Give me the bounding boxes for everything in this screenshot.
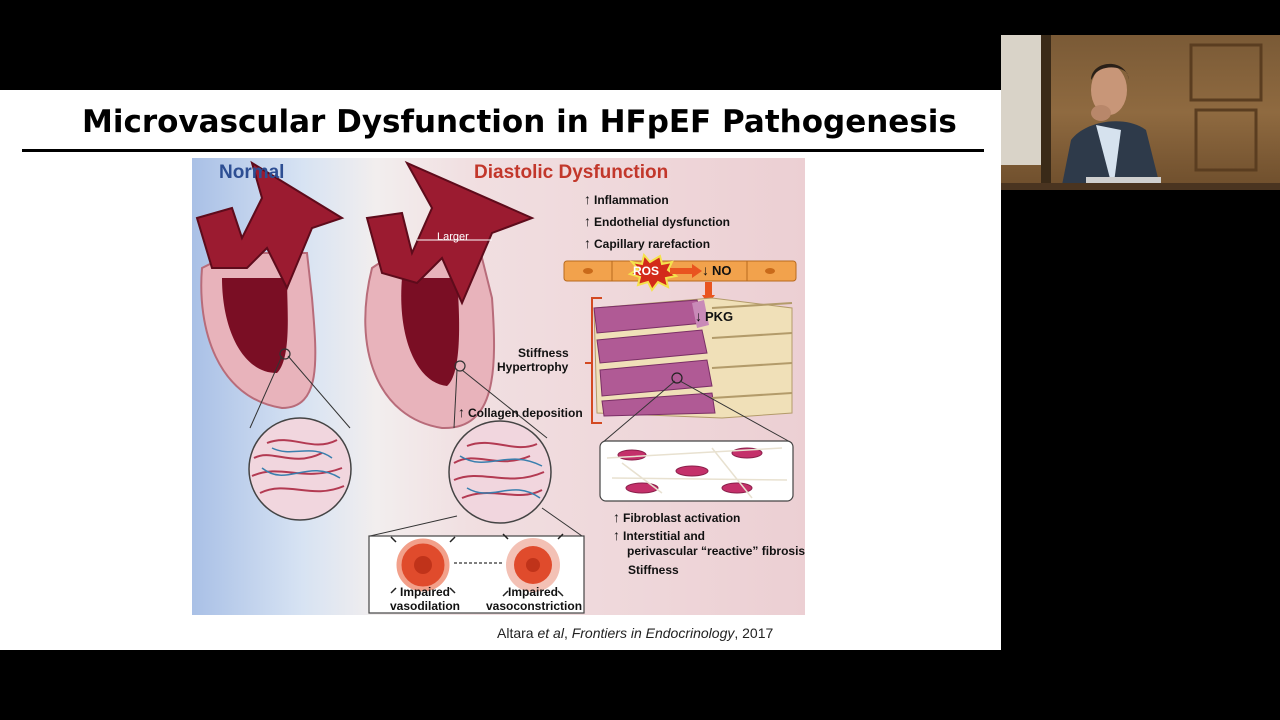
slide-title: Microvascular Dysfunction in HFpEF Patho…: [82, 104, 957, 140]
diastolic-dysfunction-label: Diastolic Dysfunction: [474, 162, 669, 183]
normal-label: Normal: [219, 162, 285, 183]
hypertrophy-label: Hypertrophy: [497, 360, 569, 374]
speaker-illustration: [1001, 35, 1280, 190]
dd-heart-illustration: [364, 160, 535, 430]
cardiomyocyte-illustration: [593, 297, 793, 419]
slide: Microvascular Dysfunction in HFpEF Patho…: [0, 90, 1001, 650]
collagen-label: ↑Collagen deposition: [458, 404, 583, 420]
bullet-endothelial: ↑Endothelial dysfunction: [584, 213, 731, 229]
pkg-label: ↓PKG: [695, 308, 734, 324]
dd-tissue-circle: [448, 420, 552, 524]
speaker-video: [1001, 35, 1280, 190]
hfpef-figure: Normal Diastolic Dysfunction Larger ↑Inf…: [192, 158, 805, 615]
normal-tissue-circle: [248, 417, 352, 521]
larger-label: Larger: [437, 231, 469, 243]
stiffness-label: Stiffness: [518, 346, 569, 360]
bullet-fibroblast: ↑Fibroblast activation: [613, 509, 741, 525]
impaired-label-2: Impaired: [508, 585, 559, 599]
no-label: ↓NO: [702, 262, 732, 278]
bullet-stiffness: Stiffness: [628, 563, 679, 577]
ros-burst: [627, 252, 679, 292]
title-rule: [22, 149, 984, 152]
ros-label: ROS: [633, 264, 660, 278]
citation: Altara et al, Frontiers in Endocrinology…: [497, 625, 774, 641]
bullet-inflammation: ↑Inflammation: [584, 191, 669, 207]
figure-artwork: [195, 160, 797, 614]
vasodilation-label: vasodilation: [390, 599, 461, 613]
vasoconstriction-label: vasoconstriction: [486, 599, 583, 613]
normal-heart-illustration: [195, 160, 345, 410]
impaired-label-1: Impaired: [400, 585, 451, 599]
bullet-capillary: ↑Capillary rarefaction: [584, 235, 711, 251]
